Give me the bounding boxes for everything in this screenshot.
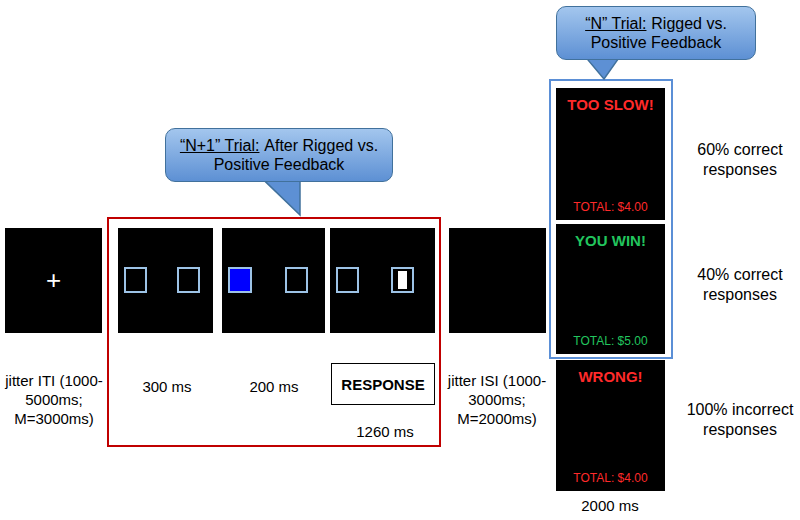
feedback-screen: YOU WIN! TOTAL: $5.00 (556, 224, 665, 354)
box-label: RESPONSE (341, 376, 424, 393)
callout-text: “N+1” Trial: (180, 137, 260, 154)
feedback-title: YOU WIN! (575, 232, 646, 249)
callout-pointer (262, 178, 300, 215)
trial-frame: 300 ms 200 ms 1260 ms RESPONSE (107, 217, 441, 447)
screen (330, 228, 435, 333)
box-label: + (46, 265, 61, 296)
placeholder-box (286, 268, 307, 292)
callout-bubble: “N” Trial:Rigged vs. Positive Feedback (556, 6, 756, 60)
probability-note: 100% incorrect responses (686, 400, 794, 440)
box-label: 200 ms (249, 378, 298, 395)
screen (118, 228, 213, 333)
feedback-screen: WRONG! TOTAL: $4.00 (556, 360, 665, 491)
placeholder-box (125, 268, 146, 292)
group-frame (550, 80, 672, 358)
probability-note: 40% correct responses (686, 265, 794, 305)
target-bar (398, 271, 407, 289)
screen (222, 228, 325, 333)
placeholder-box (178, 268, 199, 292)
total-amount: TOTAL: $4.00 (573, 200, 647, 214)
feedback-title: TOO SLOW! (567, 96, 653, 113)
interval-label: jitter ITI (1000-5000ms; M=3000ms) (4, 372, 104, 428)
interval-label: jitter ISI (1000-3000ms; M=2000ms) (447, 372, 547, 428)
box-label: 1260 ms (356, 423, 414, 440)
probability-note: 60% correct responses (686, 140, 794, 180)
placeholder-box (392, 268, 413, 292)
placeholder-box (337, 268, 358, 292)
cue-box (229, 268, 251, 292)
blank-screen (449, 228, 546, 333)
feedback-screen: TOO SLOW! TOTAL: $4.00 (556, 88, 665, 220)
total-amount: TOTAL: $4.00 (573, 471, 647, 485)
callout-bubble: “N+1” Trial:After Rigged vs. Positive Fe… (165, 128, 393, 182)
callout-text: “N” Trial: (585, 15, 646, 32)
fixation-screen: + (5, 228, 102, 333)
duration-label: 2000 ms (560, 497, 660, 516)
feedback-title: WRONG! (578, 368, 642, 385)
total-amount: TOTAL: $5.00 (573, 334, 647, 348)
box-label: 300 ms (142, 378, 191, 395)
response-box: RESPONSE (331, 363, 435, 405)
